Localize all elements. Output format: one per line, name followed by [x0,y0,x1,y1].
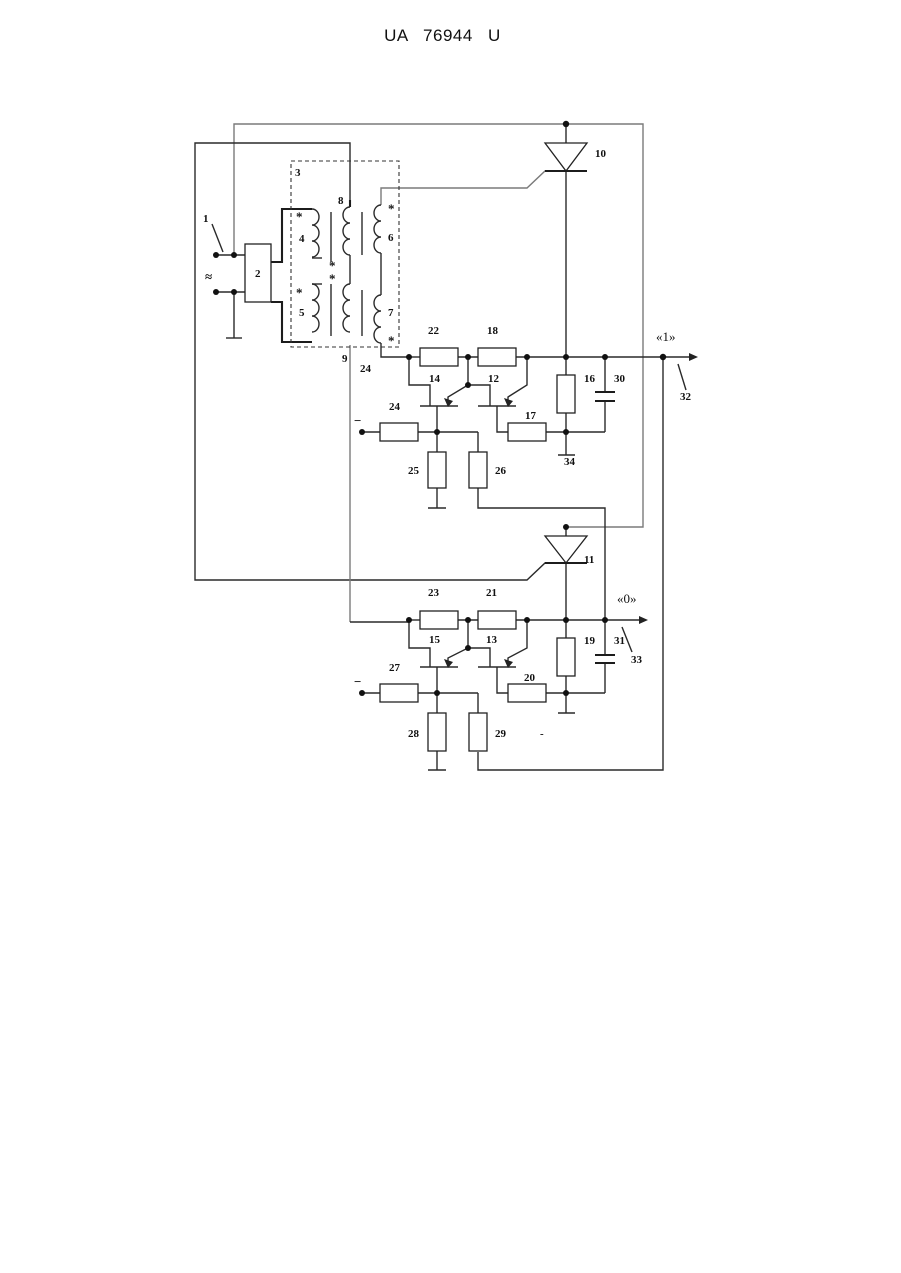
wiring [195,124,690,770]
label-11: 11 [584,554,594,566]
label-16: 16 [584,373,596,385]
minus-terminal-top: − [354,413,361,428]
junction-dots [213,121,666,696]
resistor-27 [380,684,418,702]
output-1-arrow [689,353,698,361]
label-12: 12 [488,373,500,385]
capacitor-30 [595,392,615,401]
resistor-29 [469,713,487,751]
resistor-28 [428,713,446,751]
label-22: 22 [428,325,440,337]
label-32: 32 [680,391,692,403]
output-0-label: «0» [617,591,637,606]
label-31: 31 [614,635,625,647]
label-7: 7 [388,307,394,319]
label-19: 19 [584,635,596,647]
label-13: 13 [486,634,498,646]
label-18: 18 [487,325,499,337]
resistors [380,348,575,751]
label-28: 28 [408,728,420,740]
dot-marker-9: * [329,271,336,286]
ac-source-symbol: ≈ [205,269,212,284]
label-26: 26 [495,465,507,477]
resistor-23 [420,611,458,629]
component-labels: 1 2 3 4 5 6 7 8 9 10 11 12 13 14 15 16 1… [203,148,692,740]
resistor-18 [478,348,516,366]
label-15: 15 [429,634,441,646]
minus-terminal-bottom: − [354,674,361,689]
dot-marker-7: * [388,333,395,348]
label-33: 33 [631,654,643,666]
resistor-16 [557,375,575,413]
label-14: 14 [429,373,441,385]
label-9: 9 [342,353,348,365]
label-6: 6 [388,232,394,244]
label-25: 25 [408,465,420,477]
label-20: 20 [524,672,536,684]
transformer-3 [291,161,399,347]
dot-marker-4: * [296,209,303,224]
label-23: 23 [428,587,440,599]
diode-11 [545,536,587,563]
label-24-resistor: 24 [389,401,401,413]
dot-marker-5: * [296,285,303,300]
resistor-19 [557,638,575,676]
label-3: 3 [295,167,301,179]
label-27: 27 [389,662,401,674]
resistor-22 [420,348,458,366]
label-1: 1 [203,213,209,225]
label-21: 21 [486,587,497,599]
resistor-24 [380,423,418,441]
capacitor-31 [595,655,615,663]
output-1-label: «1» [656,329,676,344]
label-5: 5 [299,307,305,319]
label-24-transformer: 24 [360,363,372,375]
resistor-17 [508,423,546,441]
label-30: 30 [614,373,626,385]
dot-marker-6: * [388,201,395,216]
diode-10 [545,143,587,171]
resistor-20 [508,684,546,702]
label-29: 29 [495,728,507,740]
label-8: 8 [338,195,344,207]
resistor-26 [469,452,487,488]
label-34: 34 [564,456,576,468]
label-2: 2 [255,268,261,280]
output-0-arrow [639,616,648,624]
label-10: 10 [595,148,607,160]
label-4: 4 [299,233,305,245]
stray-mark: - [540,728,544,740]
resistor-25 [428,452,446,488]
resistor-21 [478,611,516,629]
label-17: 17 [525,410,537,422]
